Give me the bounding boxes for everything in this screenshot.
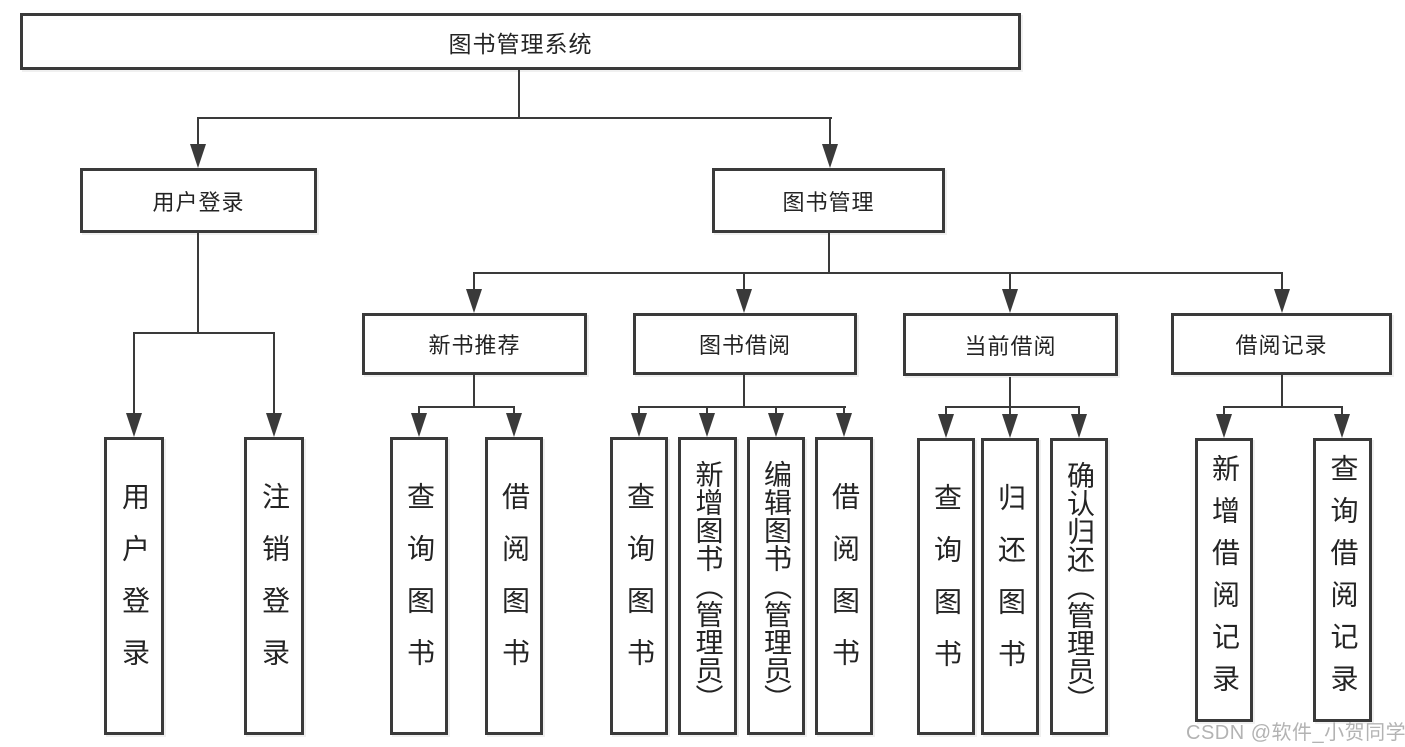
csdn-watermark: CSDN @软件_小贺同学 [1186, 722, 1405, 744]
edge-userlogin-feed [197, 233, 199, 333]
node-label: 图书借阅 [698, 333, 791, 358]
arrow-down-icon [822, 144, 838, 168]
edge-stub [513, 406, 515, 416]
edge-stub [1341, 406, 1343, 416]
node-label: 新书推荐 [428, 333, 521, 358]
node-label: 查询借阅记录 [1327, 454, 1359, 706]
leaf-user-login: 用户登录 [104, 437, 164, 735]
node-label: 借阅图书 [499, 482, 530, 690]
node-book-borrowing: 图书借阅 [633, 313, 857, 375]
node-label: 查询图书 [931, 482, 962, 691]
edge-bookmgmt-feed [828, 232, 830, 274]
node-new-book-recommend: 新书推荐 [362, 313, 587, 375]
node-label: 图书管理 [782, 189, 875, 215]
edge-root-rail [197, 117, 832, 119]
edge-stub-leaf-user-login [133, 332, 135, 416]
arrow-down-icon [836, 413, 852, 437]
edge-stub [1223, 406, 1225, 416]
leaf-borrow-borrow-books: 借阅图书 [815, 437, 873, 735]
arrow-down-icon [411, 413, 427, 437]
node-label: 用户登录 [119, 482, 150, 690]
arrow-down-icon [699, 413, 715, 437]
leaf-current-return-books: 归还图书 [981, 438, 1039, 735]
edge-rec-rail [418, 406, 515, 408]
arrow-down-icon [736, 289, 752, 313]
edge-stub-book-management [829, 117, 831, 147]
arrow-down-icon [506, 413, 522, 437]
node-label: 当前借阅 [964, 333, 1057, 359]
leaf-borrow-query-books: 查询图书 [610, 437, 668, 735]
arrow-down-icon [266, 413, 282, 437]
edge-stub [775, 406, 777, 416]
edge-root-feed [518, 70, 520, 118]
leaf-current-confirm-return-admin: 确认归还（管理员） [1050, 438, 1108, 735]
leaf-borrow-edit-books-admin: 编辑图书（管理员） [747, 437, 805, 735]
node-library-management-system: 图书管理系统 [20, 13, 1021, 70]
arrow-down-icon [768, 413, 784, 437]
node-book-management: 图书管理 [712, 168, 945, 233]
leaf-current-query-books: 查询图书 [917, 438, 975, 735]
node-label: 注销登录 [259, 482, 290, 690]
node-borrowing-records: 借阅记录 [1171, 313, 1392, 375]
edge-records-feed [1281, 375, 1283, 408]
edge-stub-book-borrowing [743, 272, 745, 292]
node-label: 新增图书（管理员） [692, 460, 724, 712]
leaf-records-query-record: 查询借阅记录 [1313, 438, 1372, 722]
edge-userlogin-rail [133, 332, 275, 334]
node-user-login: 用户登录 [80, 168, 317, 233]
leaf-rec-query-books: 查询图书 [390, 437, 448, 735]
arrow-down-icon [466, 289, 482, 313]
arrow-down-icon [190, 144, 206, 168]
edge-stub [843, 406, 845, 416]
node-label: 确认归还（管理员） [1064, 460, 1095, 713]
node-label: 用户登录 [152, 189, 245, 215]
edge-bookmgmt-rail [473, 272, 1283, 274]
edge-stub [706, 406, 708, 416]
edge-rec-feed [473, 375, 475, 408]
edge-borrow-feed [743, 375, 745, 408]
edge-stub [638, 406, 640, 416]
node-label: 借阅图书 [829, 482, 860, 690]
edge-stub-borrowing-records [1281, 272, 1283, 292]
node-label: 归还图书 [995, 482, 1026, 691]
arrow-down-icon [938, 414, 954, 438]
edge-current-rail [945, 406, 1080, 408]
arrow-down-icon [126, 413, 142, 437]
edge-stub-user-login [197, 117, 199, 147]
leaf-records-add-record: 新增借阅记录 [1195, 438, 1253, 722]
arrow-down-icon [1071, 414, 1087, 438]
edge-stub [945, 406, 947, 416]
edge-stub [1009, 406, 1011, 416]
node-label: 借阅记录 [1235, 333, 1328, 358]
arrow-down-icon [631, 413, 647, 437]
arrow-down-icon [1002, 289, 1018, 313]
edge-stub [418, 406, 420, 416]
leaf-rec-borrow-books: 借阅图书 [485, 437, 543, 735]
edge-stub-current-borrowing [1009, 272, 1011, 292]
arrow-down-icon [1002, 414, 1018, 438]
edge-stub [1078, 406, 1080, 416]
node-current-borrowing: 当前借阅 [903, 313, 1118, 376]
arrow-down-icon [1216, 414, 1232, 438]
edge-stub-leaf-logout [273, 332, 275, 416]
arrow-down-icon [1274, 289, 1290, 313]
node-label: 编辑图书（管理员） [761, 460, 792, 712]
edge-current-feed [1009, 377, 1011, 408]
edge-stub-new-book-recommend [473, 272, 475, 292]
node-label: 查询图书 [404, 482, 435, 690]
node-label: 新增借阅记录 [1209, 454, 1240, 706]
edge-records-rail [1223, 406, 1343, 408]
leaf-borrow-add-books-admin: 新增图书（管理员） [678, 437, 737, 735]
leaf-logout: 注销登录 [244, 437, 304, 735]
edge-borrow-rail [638, 406, 846, 408]
arrow-down-icon [1334, 414, 1350, 438]
node-label: 图书管理系统 [448, 30, 593, 57]
node-label: 查询图书 [624, 482, 655, 690]
